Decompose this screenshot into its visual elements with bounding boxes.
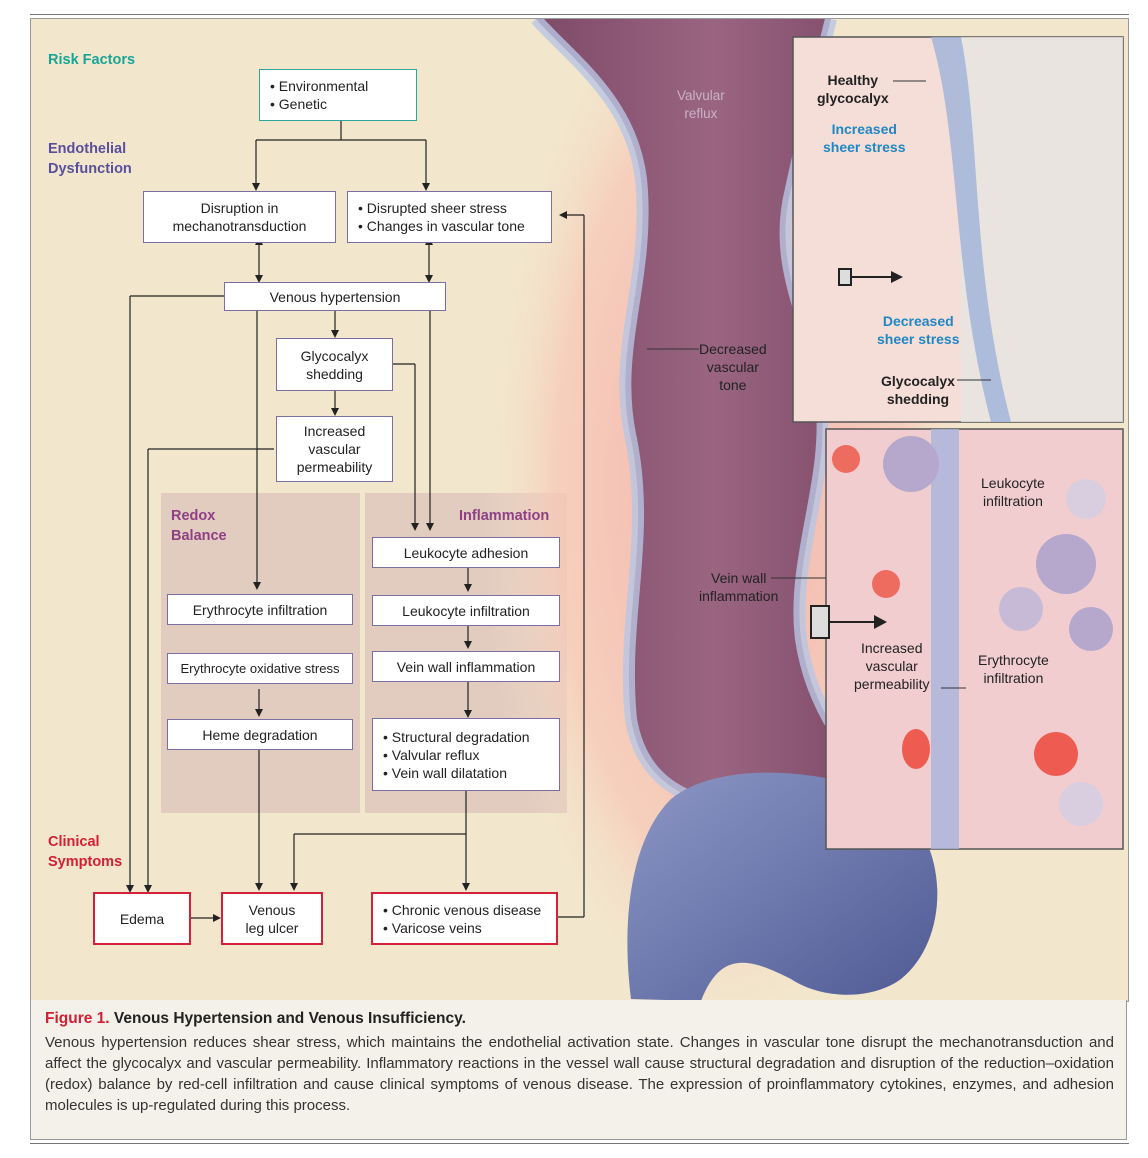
- erythrocyte-cell: [832, 445, 860, 473]
- erythrocyte-infiltration-box: Erythrocyte infiltration: [167, 594, 353, 625]
- flowchart-connectors: [129, 121, 585, 919]
- heme-degradation-box: Heme degradation: [167, 719, 353, 750]
- valvular-reflux-label: Valvular reflux: [677, 88, 725, 121]
- glycocalyx-shedding-label: Glycocalyx shedding: [881, 373, 955, 407]
- edema-box: Edema: [93, 892, 191, 945]
- leukocyte-adhesion-box: Leukocyte adhesion: [372, 537, 560, 568]
- figure-frame: [30, 14, 1129, 1144]
- leukocyte-cell: [883, 436, 939, 492]
- figure-caption: Figure 1. Venous Hypertension and Venous…: [30, 1000, 1127, 1140]
- endothelial-dysfunction-label: Endothelial Dysfunction: [48, 141, 132, 177]
- vein-illustration: [536, 19, 891, 809]
- erythrocyte-oxidative-stress-box: Erythrocyte oxidative stress: [167, 653, 353, 684]
- flowchart-arrowheads: [126, 183, 567, 922]
- risk-factors-box: • Environmental • Genetic: [259, 69, 417, 121]
- vascular-permeability-box: Increased vascular permeability: [276, 416, 393, 482]
- figure-panel: Risk Factors Endothelial Dysfunction Red…: [30, 18, 1129, 1002]
- mechanotransduction-box: Disruption in mechanotransduction: [143, 191, 336, 243]
- clinical-symptoms-label: Clinical Symptoms: [48, 834, 123, 870]
- inflammation-label: Inflammation: [459, 508, 550, 524]
- caption-body: Venous hypertension reduces shear stress…: [45, 1034, 1114, 1114]
- decreased-sheer-stress-label: Decreased sheer stress: [877, 313, 960, 347]
- leukocyte-infiltration-box: Leukocyte infiltration: [372, 595, 560, 626]
- leukocyte-infiltration-label: Leukocyte infiltration: [981, 475, 1045, 509]
- structural-degradation-box: • Structural degradation • Valvular refl…: [372, 718, 560, 791]
- decreased-vascular-tone-label: Decreased vascular tone: [699, 341, 767, 393]
- venous-hypertension-box: Venous hypertension: [224, 282, 446, 311]
- caption-title: Figure 1. Venous Hypertension and Venous…: [45, 1010, 1114, 1028]
- venous-leg-ulcer-box: Venous leg ulcer: [221, 892, 323, 945]
- shear-stress-box: • Disrupted sheer stress • Changes in va…: [347, 191, 552, 243]
- increased-vascular-permeability-label: Increased vascular permeability: [854, 640, 930, 692]
- chronic-venous-disease-box: • Chronic venous disease • Varicose vein…: [371, 892, 558, 945]
- vein-wall-inflammation-label: Vein wall inflammation: [699, 570, 779, 604]
- risk-factors-label: Risk Factors: [48, 52, 136, 68]
- vein-wall-inflammation-box: Vein wall inflammation: [372, 651, 560, 682]
- figure-title: Venous Hypertension and Venous Insuffici…: [113, 1010, 466, 1027]
- erythrocyte-infiltration-label: Erythrocyte infiltration: [978, 652, 1049, 686]
- increased-sheer-stress-label: Increased sheer stress: [823, 121, 906, 155]
- redox-balance-label: Redox Balance: [171, 508, 227, 544]
- figure-number: Figure 1.: [45, 1010, 110, 1027]
- healthy-glycocalyx-label: Healthy glycocalyx: [817, 72, 889, 106]
- glycocalyx-shedding-box: Glycocalyx shedding: [276, 338, 393, 391]
